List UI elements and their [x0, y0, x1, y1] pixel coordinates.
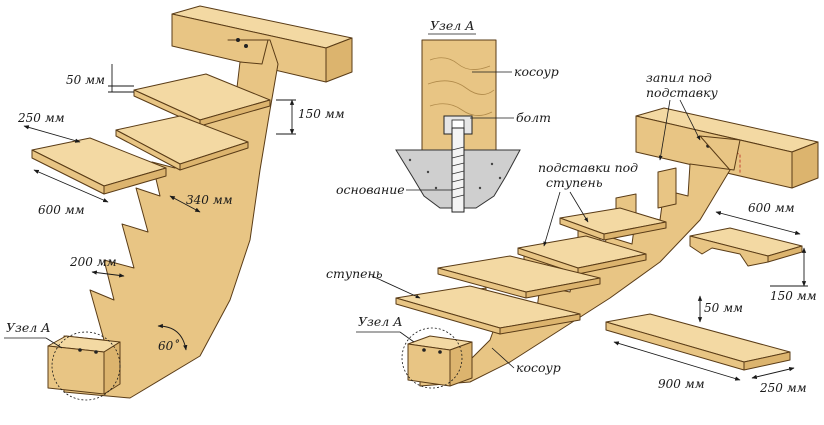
left-dimensions: 50 мм 150 мм 250 мм 600 мм 340 мм 200 мм…: [4, 64, 345, 353]
right-step-3-side: [525, 277, 601, 299]
label-osnovanie: основание: [336, 182, 405, 197]
dim-340-left: 340 мм: [186, 193, 233, 207]
label-bolt: болт: [516, 110, 551, 125]
support-1: [657, 167, 677, 209]
label-node-a-title: Узел А: [430, 18, 475, 33]
label-zapil-1: запил под: [646, 70, 712, 85]
label-podstavki-1: подставки под: [538, 160, 638, 175]
label-zapil-2: подставку: [646, 85, 719, 100]
right-stringer-group: [395, 107, 819, 389]
left-base-side: [103, 341, 121, 395]
label-stupen: ступень: [326, 266, 383, 281]
right-node-a-circle: [401, 327, 463, 389]
dim-200-left: 200 мм: [69, 255, 117, 269]
label-kosour-bottom: косоур: [516, 360, 561, 375]
dim-900-right: 900 мм: [658, 377, 705, 391]
detail-bolt-shaft: [451, 127, 465, 213]
dim-250-left: 250 мм: [17, 111, 65, 125]
dim-150-left: 150 мм: [298, 107, 345, 121]
right-base-front: [407, 343, 451, 387]
dim-50-right: 50 мм: [704, 301, 743, 315]
right-top-beam-side: [791, 141, 819, 189]
dim-250-right: 250 мм: [759, 381, 807, 395]
right-base-side: [449, 341, 473, 387]
dim-60-angle: 60˚: [158, 338, 179, 353]
left-top-beam-side: [325, 37, 353, 83]
left-step-2-side: [179, 141, 249, 171]
label-podstavki-2: ступень: [546, 175, 603, 190]
dim-600-right: 600 мм: [748, 201, 795, 215]
left-node-a-circle: [51, 331, 121, 401]
dim-150-right: 150 мм: [770, 289, 817, 303]
label-node-a-left: Узел А: [6, 320, 51, 335]
node-a-detail: Узел А косоур болт основание: [336, 18, 559, 213]
loose-step-side: [743, 351, 791, 371]
label-kosour-top: косоур: [514, 64, 559, 79]
right-step-4-side: [499, 313, 581, 335]
dim-50-left: 50 мм: [66, 73, 105, 87]
right-annotations: запил под подставку подставки под ступен…: [326, 70, 817, 395]
label-node-a-right: Узел А: [358, 314, 403, 329]
right-step-1-side: [603, 221, 667, 241]
dim-600-left: 600 мм: [38, 203, 85, 217]
right-step-2-side: [577, 253, 647, 275]
